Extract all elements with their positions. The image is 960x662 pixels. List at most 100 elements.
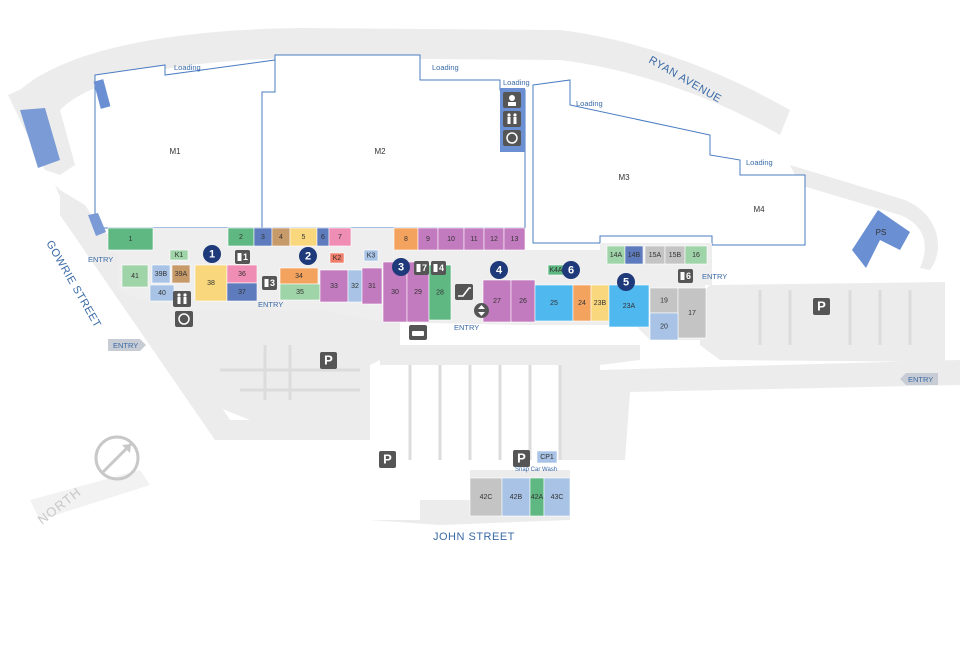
- shop-label: K1: [175, 252, 184, 259]
- shop-label: 35: [296, 289, 304, 296]
- shop-26[interactable]: [510, 279, 536, 323]
- shop-label: 2: [239, 234, 243, 241]
- svg-text:P: P: [817, 298, 826, 313]
- shop-label: 6: [321, 234, 325, 241]
- svg-text:P: P: [324, 352, 333, 367]
- parking-bays: [220, 290, 912, 460]
- shop-label: 15B: [669, 252, 682, 259]
- anchor-buildings: [94, 54, 806, 246]
- shop-27[interactable]: [482, 279, 512, 323]
- marker-1[interactable]: [203, 245, 221, 263]
- escalator-icon: [455, 284, 473, 300]
- shop-23a[interactable]: [608, 284, 650, 328]
- shop-label: 33: [330, 283, 338, 290]
- marker-label: 1: [209, 248, 215, 260]
- shop-label: 16: [692, 252, 700, 259]
- shop-1[interactable]: [107, 227, 154, 251]
- shop-42c[interactable]: [469, 477, 503, 517]
- svg-text:ENTRY: ENTRY: [113, 341, 138, 350]
- anchor-m4-label: M4: [753, 205, 765, 214]
- shop-label: 9: [426, 236, 430, 243]
- ps-label: PS: [876, 228, 887, 237]
- entry-arrow-right: ENTRY: [900, 373, 938, 385]
- shop-label: 39B: [155, 271, 168, 278]
- road-network: [8, 28, 960, 525]
- lift-label: 3: [270, 278, 275, 288]
- road-john-street: JOHN STREET: [433, 531, 515, 543]
- shop-label: 42B: [510, 494, 523, 501]
- toilets-icon: [173, 291, 191, 307]
- shop-label: 42A: [531, 494, 544, 501]
- marker-label: 2: [305, 250, 311, 262]
- marker-2[interactable]: [299, 247, 317, 265]
- anchor-m3: [532, 79, 806, 246]
- svg-text:P: P: [383, 451, 392, 466]
- ps-building: [852, 210, 910, 268]
- loading-label: Loading: [746, 158, 773, 167]
- shop-label: K2: [333, 255, 342, 262]
- shop-label: 32: [351, 283, 359, 290]
- shop-13[interactable]: [503, 227, 526, 251]
- shop-label: 14A: [610, 252, 623, 259]
- shop-label: 4: [279, 234, 283, 241]
- shop-39b[interactable]: [151, 264, 171, 284]
- shop-37[interactable]: [226, 282, 258, 302]
- marker-5[interactable]: [617, 273, 635, 291]
- anchor-m1-label: M1: [169, 147, 181, 156]
- parking-signs: P P P P: [320, 298, 830, 468]
- entry-arrow-left: ENTRY: [108, 339, 146, 351]
- shop-label: 11: [470, 236, 477, 243]
- shop-41[interactable]: [121, 264, 149, 288]
- shop-17[interactable]: [677, 287, 707, 339]
- svg-text:ENTRY: ENTRY: [908, 375, 933, 384]
- shop-k2[interactable]: [329, 252, 345, 264]
- shop-label: 23B: [594, 300, 607, 307]
- shop-label: 14B: [628, 252, 641, 259]
- accessible-icon: [175, 311, 193, 327]
- shop-label: 8: [404, 236, 408, 243]
- shop-label: 42C: [480, 494, 493, 501]
- loading-label: Loading: [174, 63, 201, 72]
- lift-label: 6: [686, 271, 691, 281]
- shop-43c[interactable]: [543, 477, 571, 517]
- shop-25[interactable]: [534, 284, 574, 322]
- lift-updown-icon: [474, 303, 489, 318]
- shop-31[interactable]: [361, 267, 383, 305]
- lift-label: 4: [439, 263, 444, 273]
- side-strip: [20, 108, 60, 168]
- anchor-m2-label: M2: [374, 147, 386, 156]
- shop-k3[interactable]: [363, 249, 379, 262]
- shop-label: 43C: [551, 494, 564, 501]
- shop-label: 3: [261, 234, 265, 241]
- marker-label: 4: [496, 264, 503, 276]
- anchor-m3-label: M3: [618, 173, 630, 182]
- marker-4[interactable]: [490, 261, 508, 279]
- shop-k1[interactable]: [169, 249, 189, 261]
- shop-14b[interactable]: [624, 245, 644, 265]
- shop-42b[interactable]: [501, 477, 531, 517]
- shop-label: 36: [238, 271, 246, 278]
- shop-cp1[interactable]: [536, 450, 558, 464]
- shop-20[interactable]: [649, 312, 679, 341]
- shop-16[interactable]: [684, 245, 708, 265]
- shop-label: 37: [238, 289, 246, 296]
- shop-label: 28: [436, 289, 444, 296]
- shop-label: 1: [129, 236, 133, 243]
- shop-label: 25: [550, 300, 558, 307]
- loading-label: Loading: [576, 99, 603, 108]
- marker-6[interactable]: [562, 261, 580, 279]
- shop-label: 29: [414, 289, 422, 296]
- lift-label: 1: [243, 252, 248, 262]
- shop-label: 27: [493, 298, 501, 305]
- entry-label: ENTRY: [702, 272, 727, 281]
- toilets-icon: [503, 111, 521, 127]
- shop-label: 10: [447, 236, 455, 243]
- entry-label: ENTRY: [88, 255, 113, 264]
- amenity-icons: [173, 92, 521, 340]
- shop-39a[interactable]: [171, 264, 191, 284]
- marker-3[interactable]: [392, 258, 410, 276]
- shop-7[interactable]: [328, 227, 352, 247]
- anchor-m1: [94, 59, 276, 229]
